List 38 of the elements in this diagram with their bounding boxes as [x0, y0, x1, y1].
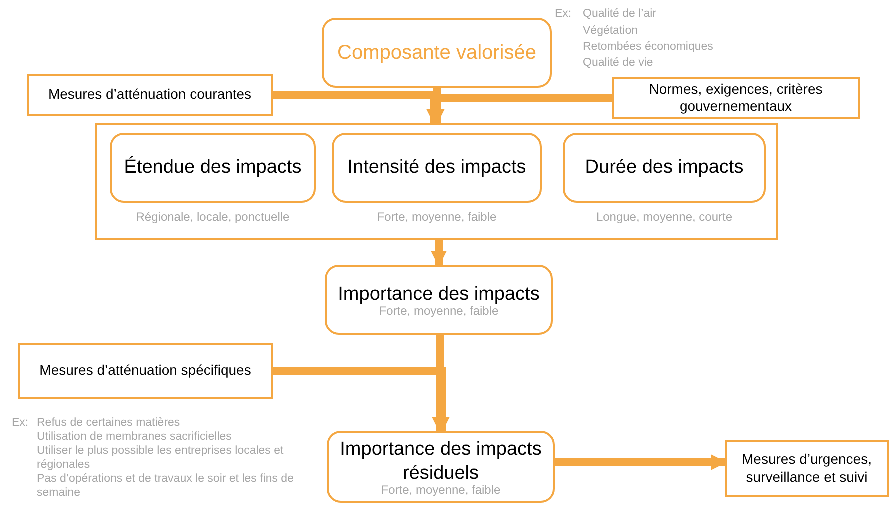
frame-box: [95, 123, 778, 240]
example-note: Végétation: [583, 24, 639, 38]
rounded-box: [322, 18, 552, 88]
arrow: [555, 454, 727, 470]
rounded-box: [325, 265, 553, 335]
node-title: Mesures d’urgences, surveillance et suivi: [741, 451, 873, 486]
rounded-box: [327, 431, 555, 503]
arrow: [431, 240, 447, 267]
arrow: [273, 367, 450, 433]
node-title: Importance des impacts: [338, 283, 540, 306]
node-subtitle: Forte, moyenne, faible: [381, 484, 501, 496]
node-caption: Longue, moyenne, courte: [595, 209, 734, 226]
rounded-box: [332, 133, 542, 203]
node-title: Composante valorisée: [338, 40, 536, 66]
node-caption: Forte, moyenne, faible: [376, 209, 498, 226]
node-title: Durée des impacts: [585, 156, 744, 180]
node-title: Mesures d’atténuation courantes: [48, 86, 252, 104]
example-note: Qualité de vie: [583, 56, 654, 70]
node-caption: Régionale, locale, ponctuelle: [135, 209, 291, 226]
example-note: Refus de certaines matières: [37, 416, 182, 430]
example-note: Utilisation de membranes sacrificielles: [37, 430, 233, 444]
example-note: Pas d’opérations et de travaux le soir et les fins de semaine: [37, 472, 295, 500]
example-note: Utiliser le plus possible les entreprises locales et régionales: [37, 444, 285, 472]
node-title: Mesures d’atténuation spécifiques: [40, 362, 252, 380]
rounded-box: [110, 133, 316, 203]
example-note: Ex:: [555, 7, 573, 21]
example-note: Retombées économiques: [583, 40, 714, 54]
node-title: Normes, exigences, critères gouvernementaux: [648, 80, 824, 116]
text-box: [725, 440, 889, 497]
node-title: Importance des impacts résiduels: [339, 438, 543, 485]
rounded-box: [563, 133, 766, 203]
node-title: Étendue des impacts: [124, 156, 302, 180]
text-box: [18, 343, 273, 399]
example-note: Qualité de l’air: [583, 7, 658, 21]
node-title: Intensité des impacts: [348, 156, 526, 180]
text-box: [612, 77, 860, 119]
text-box: [27, 74, 273, 116]
node-subtitle: Forte, moyenne, faible: [379, 304, 499, 317]
